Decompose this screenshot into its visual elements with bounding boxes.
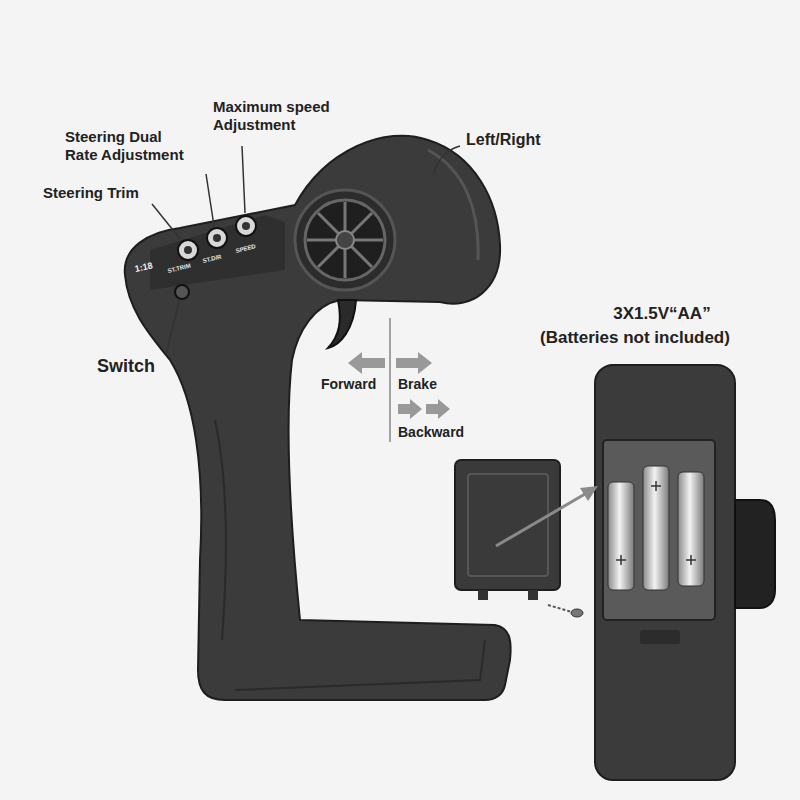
leader-line [152,146,460,354]
speed-knob [236,216,256,236]
knob-center [213,234,221,242]
knob-center [184,246,192,254]
knob-center [242,222,250,230]
back-clip [640,630,680,644]
brake-arrow [396,352,432,374]
aa-cell [643,466,669,590]
wheel-hub [336,231,354,249]
cover-ridge [468,474,548,576]
trim-knob [178,240,198,260]
trigger [328,300,356,348]
wheel-spokes [307,202,383,278]
power-switch [175,285,189,299]
dual-rate-knob [207,228,227,248]
plus-mark [616,481,696,565]
base-groove [235,640,485,690]
wheel-housing [295,190,395,290]
direction-label: Forward [321,376,376,393]
backward-arrow [398,399,422,419]
lanyard-screw [548,605,583,617]
transmitter-body [125,136,511,700]
battery-label: (Batteries not included) [540,328,730,348]
direction-label: Brake [398,376,437,393]
part-label: Steering Dual Rate Adjustment [65,128,190,164]
backward-arrow [426,399,450,419]
wheel-side [735,500,775,608]
part-label: Steering Trim [43,184,139,202]
direction-divider [389,318,391,442]
grip-groove [215,420,226,640]
aa-cell [608,482,634,590]
battery-compartment [603,440,715,620]
direction-label: Backward [398,424,464,441]
aa-cell [678,472,704,586]
cover-latch [478,590,488,600]
cover-latch [528,590,538,600]
battery-cover [455,460,560,590]
battery-label: 3X1.5V“AA” [613,304,710,324]
part-label: Left/Right [466,130,541,149]
part-label: Maximum speed Adjustment [213,98,353,134]
forward-arrow [348,352,385,374]
transmitter-back [595,365,735,780]
cover-arrow [496,486,598,546]
part-label: Switch [97,356,155,378]
body-ridge [428,150,478,260]
steering-wheel [305,200,385,280]
